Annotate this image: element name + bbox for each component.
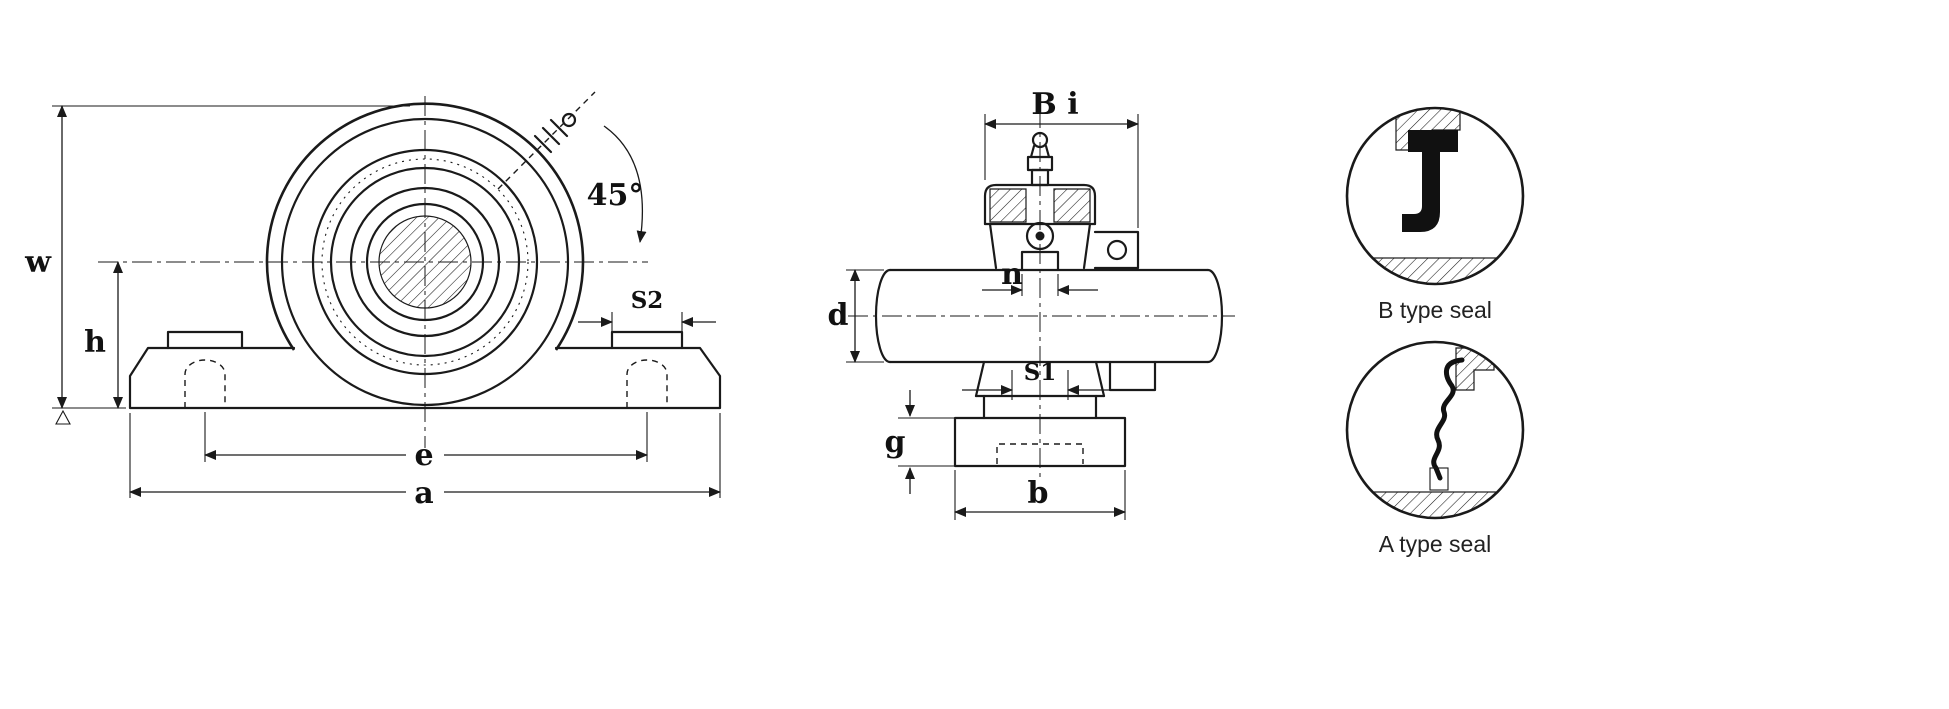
dim-s1: S1 (962, 359, 1118, 400)
dim-h: h (84, 261, 123, 409)
seal-a-caption: A type seal (1379, 531, 1492, 557)
seal-b-profile (1402, 130, 1458, 232)
front-view: 45° w h S2 e (24, 91, 722, 511)
seal-b-caption: B type seal (1378, 297, 1492, 323)
dim-label-e: e (414, 438, 433, 473)
right-bolt-slot (626, 359, 668, 408)
seal-a-housing-hatch (1455, 347, 1495, 391)
seal-b-shaft-hatch (1347, 257, 1523, 284)
dim-w: w (24, 105, 410, 425)
dim-label-s1: S1 (1024, 359, 1057, 386)
bearing-ball (1025, 221, 1055, 251)
dim-label-w: w (24, 245, 52, 280)
seal-a-foot (1429, 467, 1449, 491)
set-screw-block (1093, 230, 1140, 270)
dim-label-n: n (1001, 257, 1023, 292)
dim-label-b: b (1028, 476, 1049, 511)
dim-label-d: d (828, 298, 849, 333)
seal-detail-b: B type seal (1345, 106, 1525, 323)
dim-n: n (982, 257, 1098, 296)
dim-bi: B i (984, 87, 1139, 228)
angle-label: 45° (587, 178, 644, 213)
dim-a: a (129, 413, 721, 511)
seal-detail-a: A type seal (1345, 340, 1525, 557)
base-outline (128, 346, 722, 410)
base-bolt-slot (996, 443, 1084, 464)
dim-label-a: a (414, 476, 433, 511)
dim-e: e (204, 412, 648, 473)
dim-b: b (954, 470, 1126, 520)
datum-mark (55, 409, 71, 425)
side-view: B i n d S1 (828, 87, 1235, 520)
grease-zerk-side (1026, 131, 1054, 187)
dim-g: g (885, 390, 955, 494)
seal-a-shaft-hatch (1347, 491, 1523, 518)
dim-d: d (828, 269, 884, 363)
cap-sides (988, 222, 1092, 270)
bearing-ball-center (1035, 231, 1045, 241)
dim-label-g: g (885, 425, 906, 460)
housing-outer-arc (265, 102, 585, 351)
left-bolt-slot (184, 359, 226, 408)
inner-ring-collar (1020, 250, 1060, 272)
dim-label-h: h (84, 325, 106, 360)
side-boss (1108, 360, 1157, 392)
seal-a-profile (1431, 357, 1465, 481)
bearing-rings (280, 117, 570, 407)
dim-label-bi: B i (1031, 87, 1078, 122)
shaft-bore (378, 215, 472, 309)
dim-s2: S2 (578, 287, 716, 334)
grease-fitting (497, 91, 596, 190)
housing-cap (983, 183, 1097, 272)
angle-arc (603, 125, 647, 243)
dim-label-s2: S2 (631, 287, 664, 314)
side-centerlines (848, 108, 1235, 482)
left-bolt-boss (166, 330, 244, 350)
right-bolt-boss (610, 330, 684, 350)
